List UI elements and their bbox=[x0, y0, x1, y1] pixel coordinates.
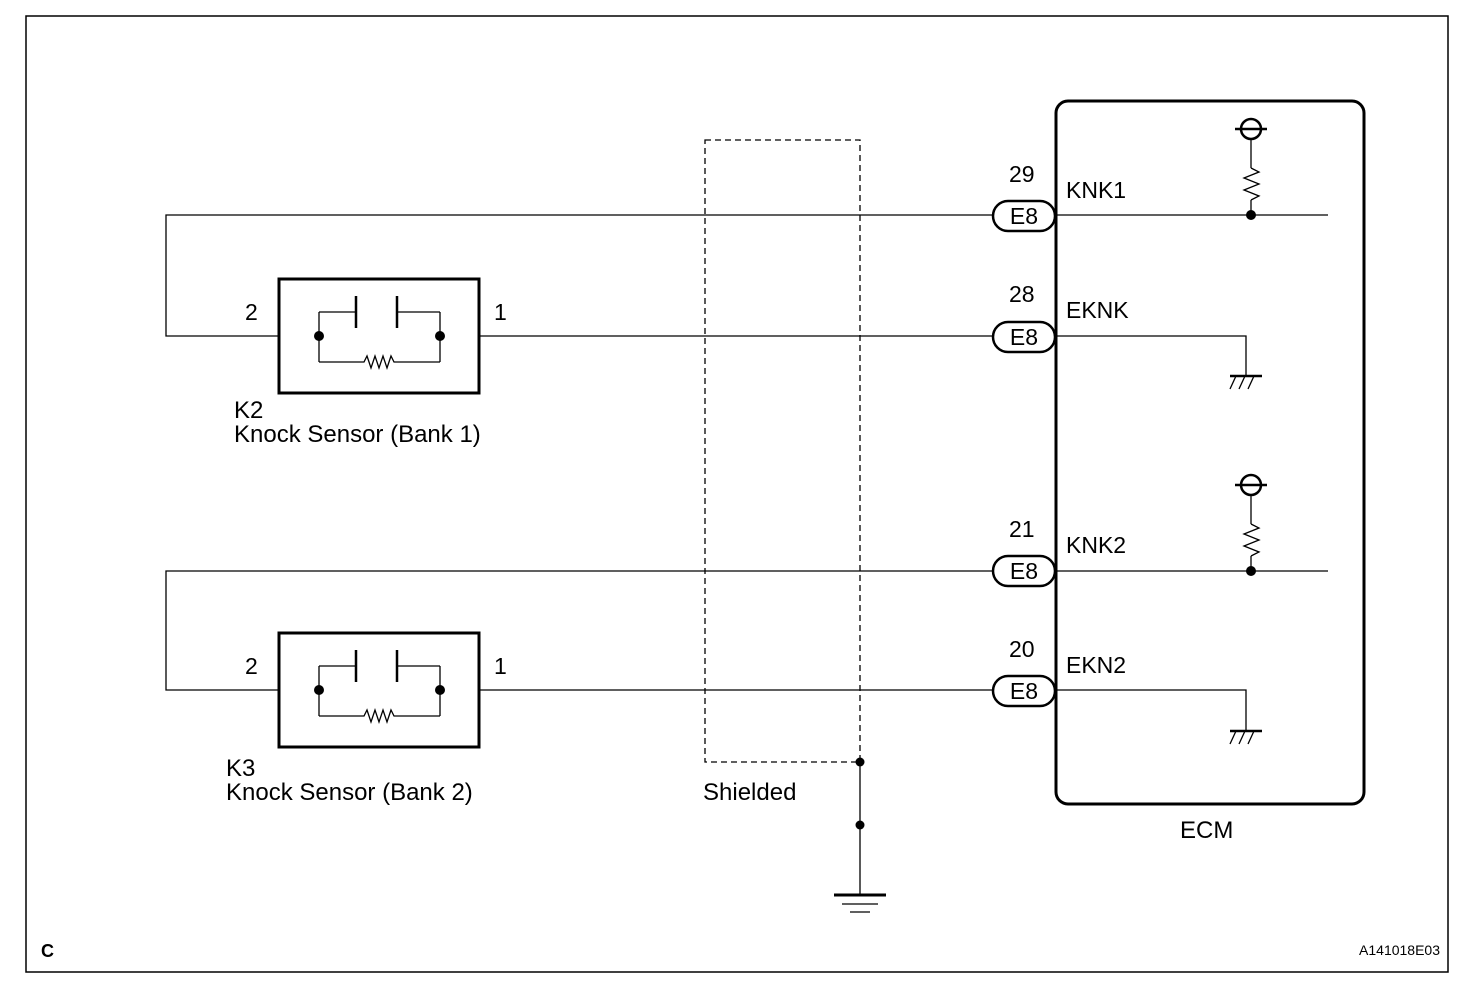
k2-name-label: Knock Sensor (Bank 1) bbox=[234, 421, 481, 448]
k3-code-label: K3 bbox=[226, 755, 255, 782]
ecm-label: ECM bbox=[1180, 817, 1233, 844]
terminal-signal-knk2: KNK2 bbox=[1066, 532, 1126, 558]
terminal-signal-knk1: KNK1 bbox=[1066, 177, 1126, 203]
k3-pin-left: 2 bbox=[245, 653, 258, 679]
ecm-knk2-pullup bbox=[1055, 473, 1328, 576]
ecm-eknk-ground bbox=[1055, 335, 1262, 390]
k3-pin-right: 1 bbox=[494, 653, 507, 679]
terminal-pin-29: 29 bbox=[1009, 161, 1035, 187]
diagram-frame bbox=[25, 15, 1449, 973]
knock-sensor-k2 bbox=[277, 277, 481, 395]
svg-text:E8: E8 bbox=[1010, 558, 1038, 584]
ecm-knk1-pullup bbox=[1055, 117, 1328, 220]
knock-sensor-k3 bbox=[277, 631, 481, 749]
connector-e8-pin28: E8 bbox=[991, 320, 1057, 354]
k2-pin-right: 1 bbox=[494, 299, 507, 325]
svg-text:E8: E8 bbox=[1010, 324, 1038, 350]
ground-symbol-shield bbox=[834, 893, 886, 913]
k2-pin-left: 2 bbox=[245, 299, 258, 325]
connector-e8-pin29: E8 bbox=[991, 199, 1057, 233]
figure-id: A141018E03 bbox=[1359, 942, 1440, 958]
terminal-signal-eknk: EKNK bbox=[1066, 297, 1129, 323]
shield-label: Shielded bbox=[703, 779, 796, 806]
shield-outline bbox=[704, 139, 861, 763]
ecm-box bbox=[1054, 99, 1366, 806]
wire-knk2 bbox=[165, 570, 993, 691]
k3-name-label: Knock Sensor (Bank 2) bbox=[226, 779, 473, 806]
wire-knk1 bbox=[165, 214, 993, 337]
terminal-pin-21: 21 bbox=[1009, 516, 1035, 542]
terminal-pin-28: 28 bbox=[1009, 281, 1035, 307]
svg-text:E8: E8 bbox=[1010, 203, 1038, 229]
svg-text:E8: E8 bbox=[1010, 678, 1038, 704]
connector-e8-pin20: E8 bbox=[991, 674, 1057, 708]
corner-label: C bbox=[41, 941, 54, 961]
terminal-pin-20: 20 bbox=[1009, 636, 1035, 662]
shield-drain-dot bbox=[855, 820, 865, 830]
terminal-signal-ekn2: EKN2 bbox=[1066, 652, 1126, 678]
k2-code-label: K2 bbox=[234, 397, 263, 424]
ecm-ekn2-ground bbox=[1055, 689, 1262, 745]
connector-e8-pin21: E8 bbox=[991, 554, 1057, 588]
